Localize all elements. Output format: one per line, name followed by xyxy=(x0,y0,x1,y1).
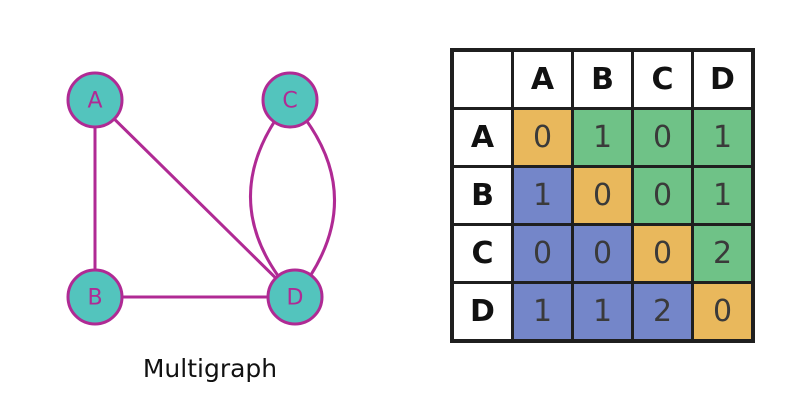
matrix-col-header-b: B xyxy=(571,48,634,110)
matrix-cell-ba: 1 xyxy=(511,165,574,226)
matrix-row-d: D 1 1 2 0 xyxy=(450,281,755,343)
matrix-cell-bc: 0 xyxy=(631,165,694,226)
matrix-cell-ac: 0 xyxy=(631,107,694,168)
graph-node-b xyxy=(66,268,124,326)
graph-edge-cd xyxy=(249,99,297,299)
graph-node-a xyxy=(66,71,124,129)
adjacency-matrix: A B C D A 0 1 0 1 B 1 0 0 1 C 0 0 0 2 D xyxy=(450,48,755,343)
matrix-cell-bb: 0 xyxy=(571,165,634,226)
matrix-cell-bd: 1 xyxy=(691,165,755,226)
graph-node-label-a: A xyxy=(87,89,102,114)
matrix-col-header-c: C xyxy=(631,48,694,110)
matrix-row-a: A 0 1 0 1 xyxy=(450,107,755,168)
graph-node-c xyxy=(261,71,319,129)
graph-edge-ad xyxy=(93,98,297,299)
matrix-cell-ad: 1 xyxy=(691,107,755,168)
matrix-header-row: A B C D xyxy=(450,48,755,110)
matrix-corner-cell xyxy=(450,48,514,110)
matrix-row-header-c: C xyxy=(450,223,514,284)
multigraph-svg: A C B D xyxy=(66,71,336,326)
graph-node-label-d: D xyxy=(287,286,304,311)
graph-node-label-b: B xyxy=(87,286,102,311)
matrix-row-header-b: B xyxy=(450,165,514,226)
matrix-cell-aa: 0 xyxy=(511,107,574,168)
matrix-cell-ab: 1 xyxy=(571,107,634,168)
matrix-col-header-d: D xyxy=(691,48,755,110)
matrix-cell-da: 1 xyxy=(511,281,574,343)
matrix-col-header-a: A xyxy=(511,48,574,110)
adjacency-table: A B C D A 0 1 0 1 B 1 0 0 1 C 0 0 0 2 D xyxy=(450,48,755,343)
multigraph-panel: A C B D Multigraph xyxy=(66,71,336,383)
matrix-row-header-a: A xyxy=(450,107,514,168)
matrix-row-c: C 0 0 0 2 xyxy=(450,223,755,284)
matrix-cell-db: 1 xyxy=(571,281,634,343)
matrix-cell-cc: 0 xyxy=(631,223,694,284)
matrix-cell-dc: 2 xyxy=(631,281,694,343)
matrix-cell-cb: 0 xyxy=(571,223,634,284)
matrix-row-b: B 1 0 0 1 xyxy=(450,165,755,226)
graph-edge-cd xyxy=(288,98,336,298)
matrix-cell-cd: 2 xyxy=(691,223,755,284)
matrix-row-header-d: D xyxy=(450,281,514,343)
graph-caption: Multigraph xyxy=(142,354,278,383)
matrix-cell-dd: 0 xyxy=(691,281,755,343)
graph-node-d xyxy=(266,268,324,326)
matrix-cell-ca: 0 xyxy=(511,223,574,284)
graph-node-label-c: C xyxy=(282,89,297,114)
